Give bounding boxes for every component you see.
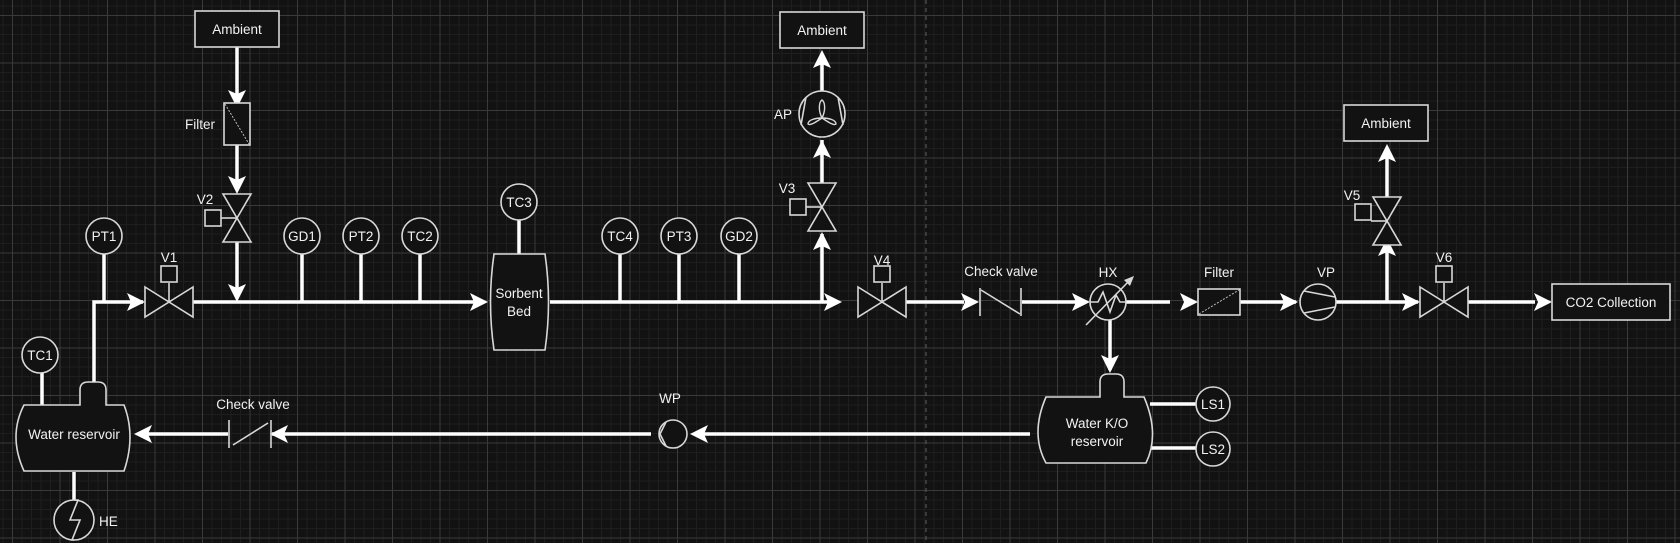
flow-arrows <box>127 50 1552 443</box>
valve-actuator-icon <box>873 265 891 283</box>
instrument-tc4-label: TC4 <box>607 229 633 244</box>
air-pump-label: AP <box>774 107 792 122</box>
co2-collection-box[interactable]: CO2 Collection <box>1551 283 1671 321</box>
instrument-gd2[interactable]: GD2 <box>720 217 758 255</box>
heater-label: HE <box>99 514 118 529</box>
instrument-pt1[interactable]: PT1 <box>85 217 123 255</box>
valve-v1-label: V1 <box>161 250 178 265</box>
heat-exchanger-label: HX <box>1099 265 1118 280</box>
ambient-ap-box[interactable]: Ambient <box>779 11 865 49</box>
water-ko-reservoir[interactable]: Water K/O reservoir <box>1037 373 1154 464</box>
valve-v4[interactable]: V4 <box>857 253 907 319</box>
check-valve-water[interactable]: Check valve <box>216 397 290 448</box>
instrument-ls2[interactable]: LS2 <box>1195 431 1231 467</box>
valve-v6[interactable]: V6 <box>1419 250 1469 319</box>
water-ko-label-2: reservoir <box>1071 434 1124 449</box>
fan-icon <box>807 99 837 126</box>
sorbent-bed[interactable]: Sorbent Bed <box>489 253 550 351</box>
inlet-filter-label: Filter <box>185 117 216 132</box>
instrument-ls1-label: LS1 <box>1201 397 1225 412</box>
valve-actuator-icon <box>789 198 807 216</box>
instrument-pt3[interactable]: PT3 <box>660 217 698 255</box>
ambient-vent-box[interactable]: Ambient <box>1343 104 1429 142</box>
valve-v6-label: V6 <box>1436 250 1453 265</box>
ambient-inlet-label: Ambient <box>212 22 262 37</box>
instrument-gd1[interactable]: GD1 <box>283 217 321 255</box>
water-pump-label: WP <box>659 391 681 406</box>
ambient-vent-label: Ambient <box>1361 116 1411 131</box>
check-valve-water-label: Check valve <box>216 397 290 412</box>
water-reservoir[interactable]: Water reservoir <box>15 381 131 472</box>
pipes <box>40 46 1535 500</box>
instrument-ls1[interactable]: LS1 <box>1195 386 1231 422</box>
valve-v2-label: V2 <box>197 192 214 207</box>
ambient-ap-label: Ambient <box>797 23 847 38</box>
heater[interactable]: HE <box>53 499 118 541</box>
outlet-filter-label: Filter <box>1204 265 1235 280</box>
valve-v1[interactable]: V1 <box>144 250 194 319</box>
ambient-inlet-box[interactable]: Ambient <box>194 10 280 48</box>
inlet-filter[interactable]: Filter <box>185 102 251 146</box>
valve-v3[interactable]: V3 <box>779 181 838 232</box>
vacuum-pump-label: VP <box>1317 265 1335 280</box>
instrument-tc2[interactable]: TC2 <box>401 217 439 255</box>
instrument-gd2-label: GD2 <box>725 229 753 244</box>
instrument-pt2[interactable]: PT2 <box>342 217 380 255</box>
valve-actuator-icon <box>1354 203 1372 221</box>
instrument-tc1[interactable]: TC1 <box>21 336 59 374</box>
instrument-ls2-label: LS2 <box>1201 442 1225 457</box>
heat-exchanger[interactable]: HX <box>1085 265 1134 326</box>
valve-v5-label: V5 <box>1344 188 1361 203</box>
instrument-tc1-label: TC1 <box>27 348 53 363</box>
water-ko-label-1: Water K/O <box>1066 416 1129 431</box>
sorbent-bed-label-1: Sorbent <box>495 286 543 301</box>
valve-actuator-icon <box>160 265 178 283</box>
outlet-filter[interactable]: Filter <box>1197 265 1241 316</box>
valve-actuator-icon <box>204 209 222 227</box>
instrument-tc2-label: TC2 <box>407 229 433 244</box>
instrument-gd1-label: GD1 <box>288 229 316 244</box>
water-pump[interactable]: WP <box>658 391 688 449</box>
instrument-pt2-label: PT2 <box>349 229 374 244</box>
instrument-pt1-label: PT1 <box>92 229 117 244</box>
valve-v2[interactable]: V2 <box>197 192 253 243</box>
instrument-pt3-label: PT3 <box>667 229 692 244</box>
instrument-tc4[interactable]: TC4 <box>601 217 639 255</box>
valve-v4-label: V4 <box>874 253 891 268</box>
valve-actuator-icon <box>1435 265 1453 283</box>
water-reservoir-label: Water reservoir <box>28 427 120 442</box>
check-valve-main-label: Check valve <box>964 264 1038 279</box>
instrument-tc3[interactable]: TC3 <box>500 183 538 221</box>
instrument-tc3-label: TC3 <box>506 195 532 210</box>
vacuum-pump[interactable]: VP <box>1299 265 1337 321</box>
air-pump[interactable]: AP <box>774 90 846 138</box>
check-valve-main[interactable]: Check valve <box>964 264 1038 316</box>
co2-collection-label: CO2 Collection <box>1566 295 1657 310</box>
valve-v3-label: V3 <box>779 181 796 196</box>
valve-v5[interactable]: V5 <box>1344 188 1403 246</box>
heater-element-icon <box>68 499 82 541</box>
sorbent-bed-label-2: Bed <box>507 304 531 319</box>
